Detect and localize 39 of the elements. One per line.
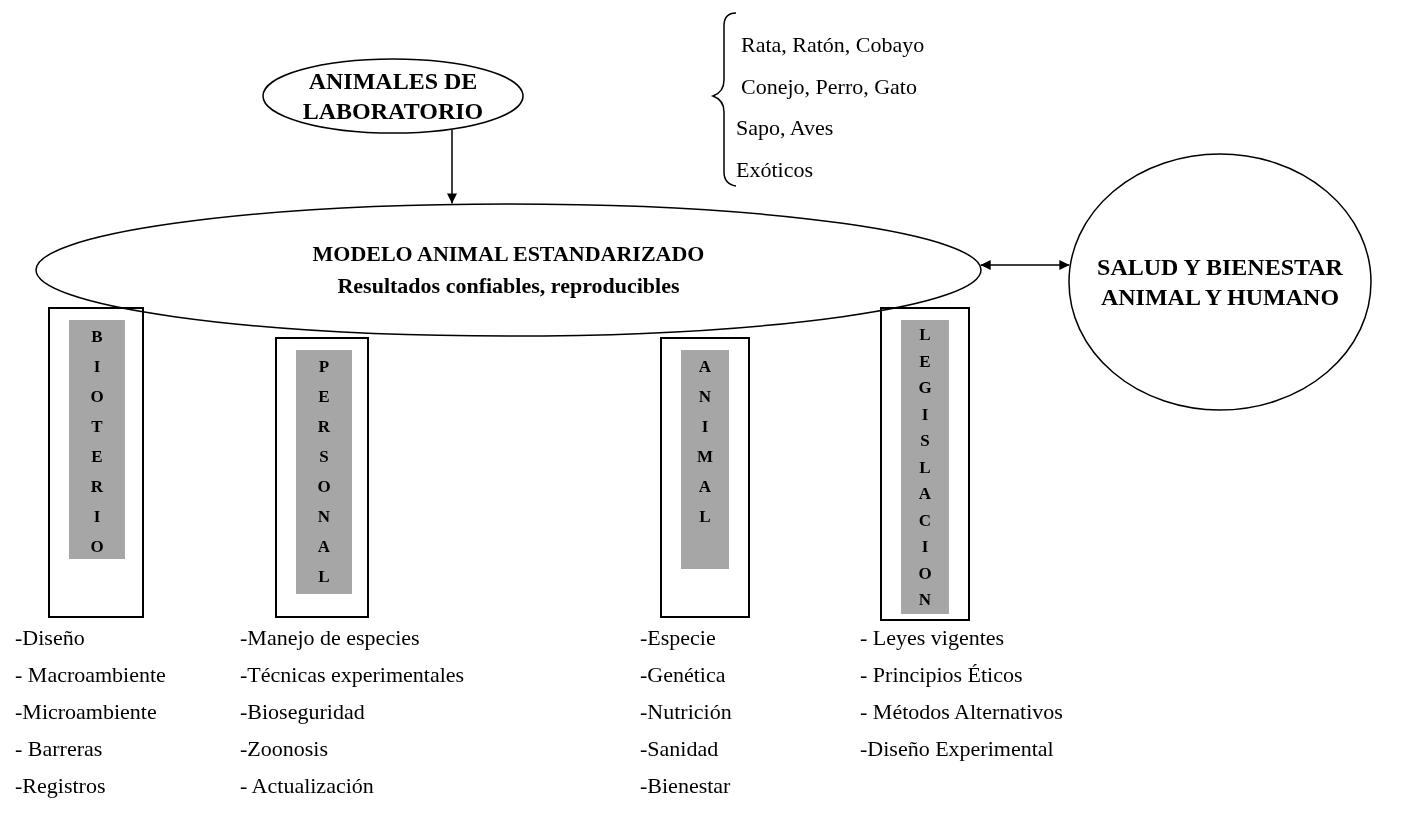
ellipse-node: [1068, 153, 1372, 411]
list-item: -Manejo de especies: [240, 627, 420, 649]
vertical-label: PERSONAL: [316, 356, 338, 588]
list-item: -Microambiente: [15, 701, 157, 723]
species-text: Rata, Ratón, Cobayo: [741, 34, 925, 56]
list-item: -Especie: [640, 627, 716, 649]
list-item: - Métodos Alternativos: [860, 701, 1063, 723]
node-title: MODELO ANIMAL ESTANDARIZADO: [312, 240, 705, 268]
list-item: -Técnicas experimentales: [240, 664, 465, 686]
pillar-box: [48, 307, 144, 618]
ellipse-node: [262, 58, 524, 134]
species-text: Conejo, Perro, Gato: [741, 75, 917, 98]
vertical-label: ANIMAL: [695, 356, 719, 528]
pillar-box: [275, 337, 369, 618]
pillar-box: [880, 307, 970, 621]
pillar-box: [660, 337, 750, 618]
vertical-label: BIOTERIO: [89, 326, 111, 558]
list-item: - Actualización: [240, 775, 374, 797]
list-item: -Zoonosis: [240, 738, 328, 760]
list-item: - Macroambiente: [15, 664, 166, 686]
node-title: SALUD Y BIENESTAR ANIMAL Y HUMANO: [1096, 253, 1344, 312]
species-text: Sapo, Aves: [736, 117, 834, 139]
list-item: - Barreras: [15, 738, 103, 760]
species-text: Exóticos: [736, 158, 813, 181]
list-item: -Bioseguridad: [240, 701, 365, 723]
vertical-label: LEGISLACION: [917, 324, 939, 611]
arrow: [979, 260, 1071, 270]
list-item: -Registros: [15, 775, 106, 797]
list-item: - Principios Éticos: [860, 664, 1023, 686]
list-item: -Nutrición: [640, 701, 732, 723]
list-item: - Leyes vigentes: [860, 627, 1005, 649]
list-item: -Diseño: [15, 627, 85, 649]
node-title: ANIMALES DE LABORATORIO: [301, 67, 485, 126]
node-title: Resultados confiables, reproducibles: [337, 272, 680, 300]
list-item: -Bienestar: [640, 775, 731, 797]
list-item: -Diseño Experimental: [860, 738, 1054, 760]
arrow: [447, 129, 457, 205]
list-item: -Genética: [640, 664, 726, 686]
list-item: -Sanidad: [640, 738, 719, 760]
